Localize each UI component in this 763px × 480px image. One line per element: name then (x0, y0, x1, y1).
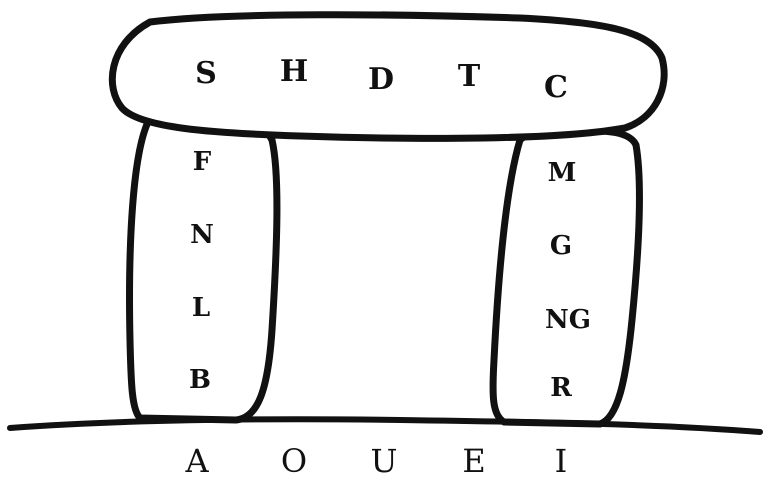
left-stone-letter: F (193, 149, 211, 175)
right-stone-letter: G (550, 233, 572, 259)
ground-letter: O (281, 445, 307, 477)
left-stone-letter: N (190, 222, 214, 248)
lintel-letter: S (195, 59, 217, 89)
left-stone-letter: B (189, 367, 211, 393)
ground-letter: U (371, 445, 398, 477)
right-stone-letter: R (550, 375, 572, 401)
ground-letter: A (185, 445, 208, 477)
lintel-letter: C (544, 73, 568, 103)
left-stone-letter: L (192, 295, 210, 321)
lintel-letter: D (368, 65, 394, 95)
lintel-letter: H (280, 57, 308, 87)
right-stone-letter: NG (545, 307, 591, 333)
right-stone-letter: M (548, 160, 577, 186)
ground-letter: I (555, 445, 568, 477)
lintel-letter: T (458, 62, 480, 92)
ground-letter: E (462, 445, 485, 477)
ground-line (10, 419, 760, 432)
